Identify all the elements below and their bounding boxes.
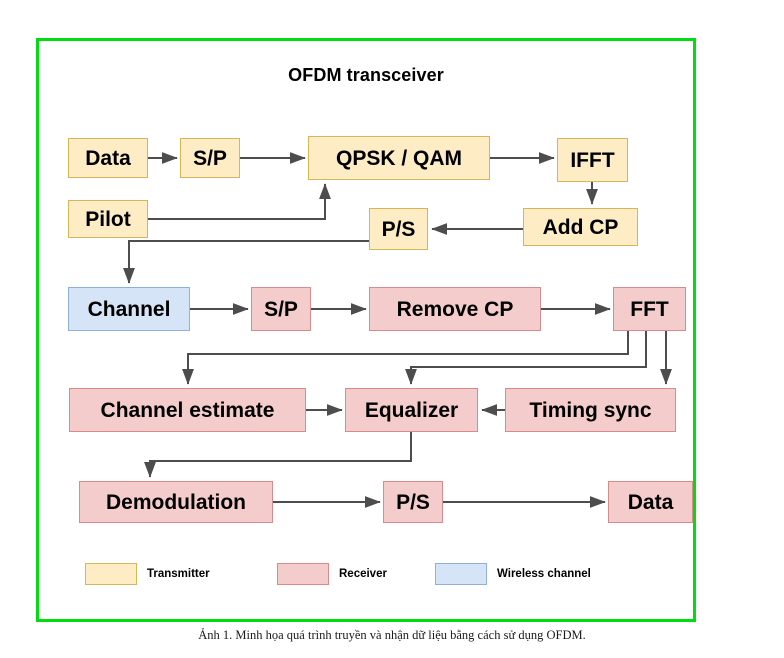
legend-item-receiver: Receiver (277, 563, 387, 585)
edge-pilot-to-qpsk (148, 183, 331, 220)
node-qpsk_qam: QPSK / QAM (308, 136, 490, 180)
diagram-frame: OFDM transceiver (36, 38, 696, 622)
node-ps_rx: P/S (383, 481, 443, 523)
node-ps_tx: P/S (369, 208, 428, 250)
node-pilot: Pilot (68, 200, 148, 238)
node-channel_estimate: Channel estimate (69, 388, 306, 432)
legend-label-receiver: Receiver (339, 568, 387, 580)
node-remove_cp: Remove CP (369, 287, 541, 331)
figure-caption: Ảnh 1. Minh họa quá trình truyền và nhận… (198, 628, 586, 642)
legend-swatch-receiver (277, 563, 329, 585)
legend-swatch-wireless_channel (435, 563, 487, 585)
node-demodulation: Demodulation (79, 481, 273, 523)
legend-label-wireless_channel: Wireless channel (497, 568, 591, 580)
edge-fft-to-chest (182, 331, 629, 385)
legend-swatch-transmitter (85, 563, 137, 585)
node-timing_sync: Timing sync (505, 388, 676, 432)
node-data_rx: Data (608, 481, 693, 523)
diagram-title: OFDM transceiver (288, 65, 444, 85)
node-sp_tx: S/P (180, 138, 240, 178)
node-add_cp: Add CP (523, 208, 638, 246)
node-channel: Channel (68, 287, 190, 331)
edge-equalizer-to-demod (144, 432, 412, 478)
node-ifft: IFFT (557, 138, 628, 182)
diagram-edges (123, 152, 672, 508)
legend-label-transmitter: Transmitter (147, 568, 210, 580)
node-sp_rx: S/P (251, 287, 311, 331)
legend-item-wireless_channel: Wireless channel (435, 563, 591, 585)
edge-ps-to-channel (123, 240, 369, 284)
edge-fft-to-equalizer (405, 331, 647, 385)
legend-item-transmitter: Transmitter (85, 563, 210, 585)
node-equalizer: Equalizer (345, 388, 478, 432)
node-data_tx: Data (68, 138, 148, 178)
node-fft: FFT (613, 287, 686, 331)
